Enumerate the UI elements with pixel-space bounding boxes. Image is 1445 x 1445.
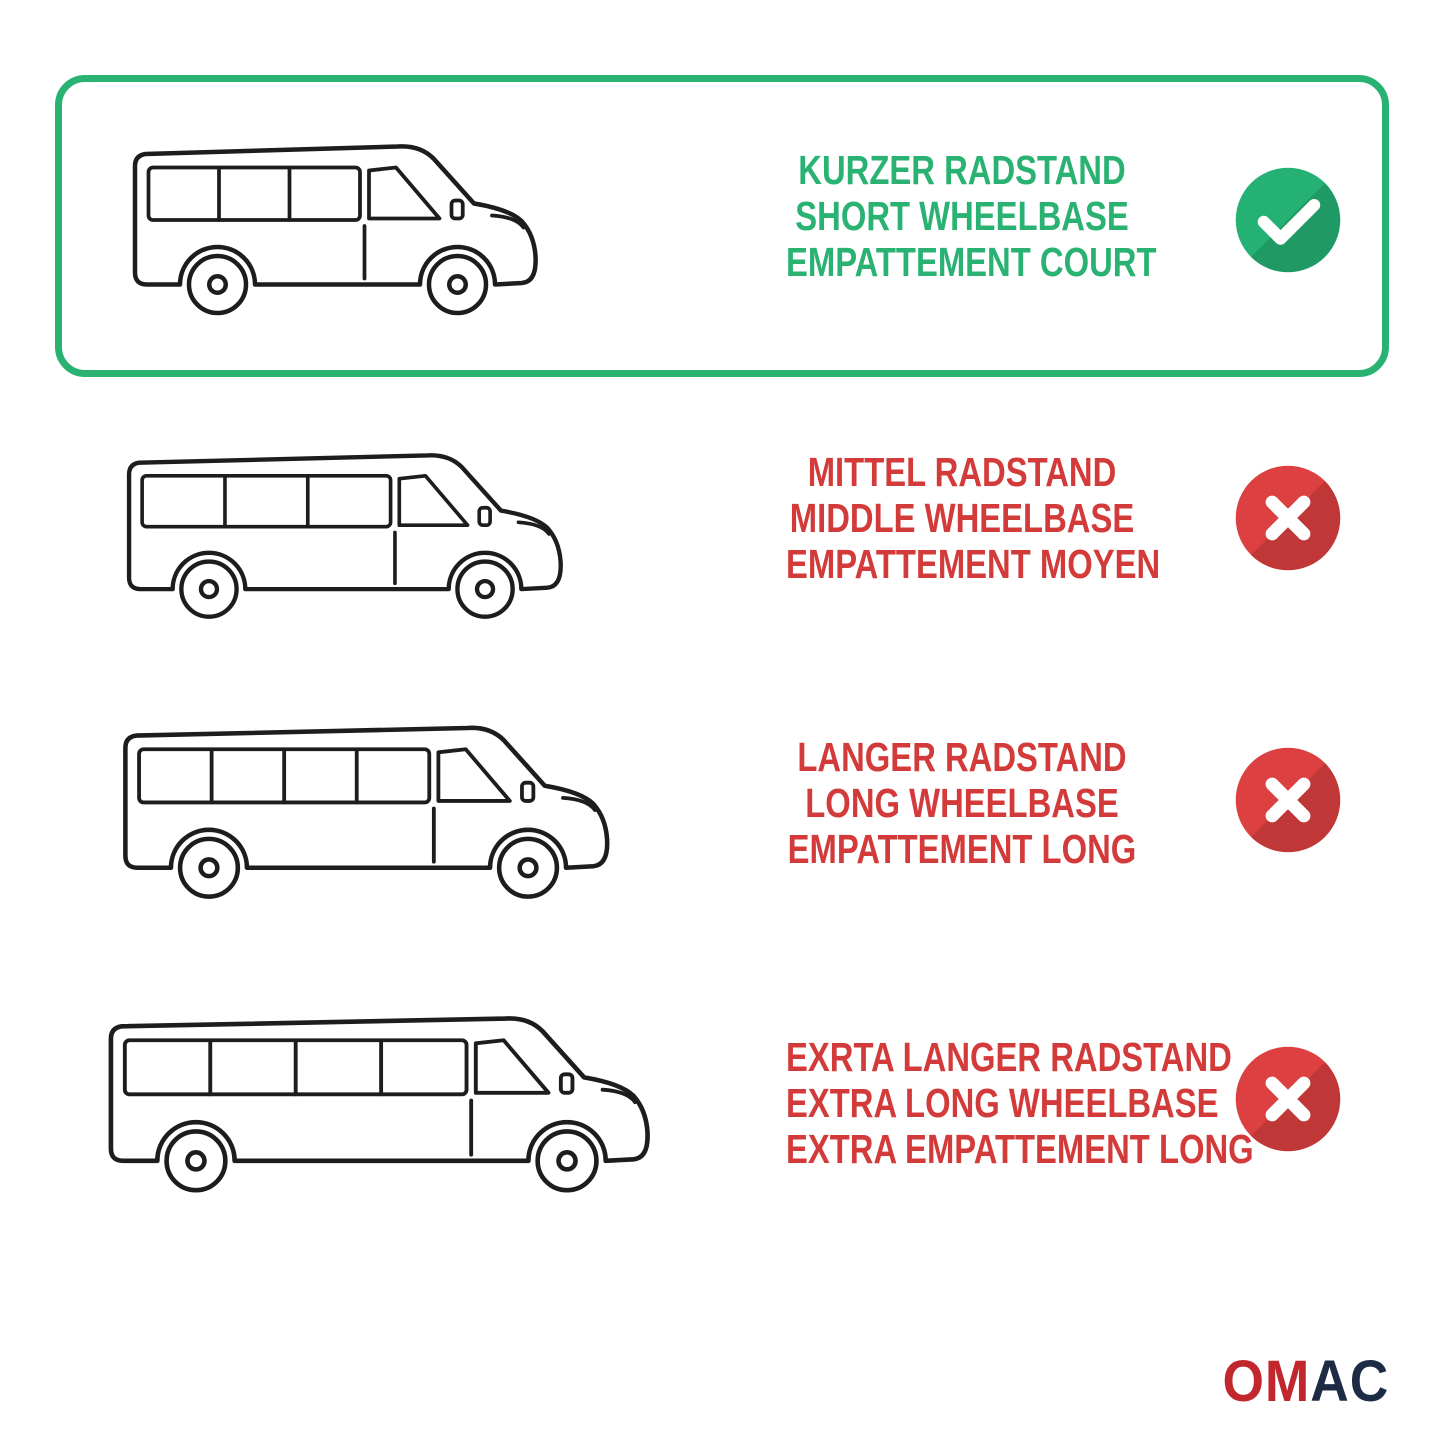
label-line-de: LANGER RADSTAND: [797, 734, 1127, 780]
van-short-wheelbase-illustration: [105, 112, 570, 337]
cross-icon: [1232, 1043, 1344, 1155]
logo-ac: AC: [1310, 1349, 1389, 1414]
label-line-de: KURZER RADSTAND: [798, 147, 1126, 193]
option-label-middle-wheelbase: MITTEL RADSTAND MIDDLE WHEELBASE EMPATTE…: [786, 449, 1161, 588]
van-extra-long-wheelbase-illustration: [80, 983, 683, 1215]
van-long-wheelbase-illustration: [95, 693, 642, 921]
label-line-de: MITTEL RADSTAND: [807, 449, 1117, 495]
label-line-fr: EMPATTEMENT MOYEN: [786, 540, 1161, 587]
check-icon: [1232, 164, 1344, 276]
label-line-fr: EXTRA EMPATTEMENT LONG: [786, 1125, 1254, 1172]
omac-logo: OMAC: [1222, 1348, 1389, 1415]
label-line-de: EXRTA LANGER RADSTAND: [786, 1034, 1232, 1080]
label-line-en: LONG WHEELBASE: [805, 779, 1119, 826]
label-line-en: MIDDLE WHEELBASE: [789, 494, 1135, 541]
cross-icon: [1232, 462, 1344, 574]
option-label-short-wheelbase: KURZER RADSTAND SHORT WHEELBASE EMPATTEM…: [786, 147, 1157, 286]
logo-om: OM: [1222, 1349, 1311, 1414]
option-label-long-wheelbase: LANGER RADSTAND LONG WHEELBASE EMPATTEME…: [786, 734, 1138, 873]
label-line-fr: EMPATTEMENT LONG: [787, 825, 1137, 872]
label-line-en: SHORT WHEELBASE: [795, 192, 1129, 239]
label-line-en: EXTRA LONG WHEELBASE: [786, 1079, 1219, 1126]
label-line-fr: EMPATTEMENT COURT: [786, 238, 1157, 285]
option-label-extra-long-wheelbase: EXRTA LANGER RADSTAND EXTRA LONG WHEELBA…: [786, 1034, 1254, 1173]
van-middle-wheelbase-illustration: [100, 422, 594, 640]
cross-icon: [1232, 744, 1344, 856]
